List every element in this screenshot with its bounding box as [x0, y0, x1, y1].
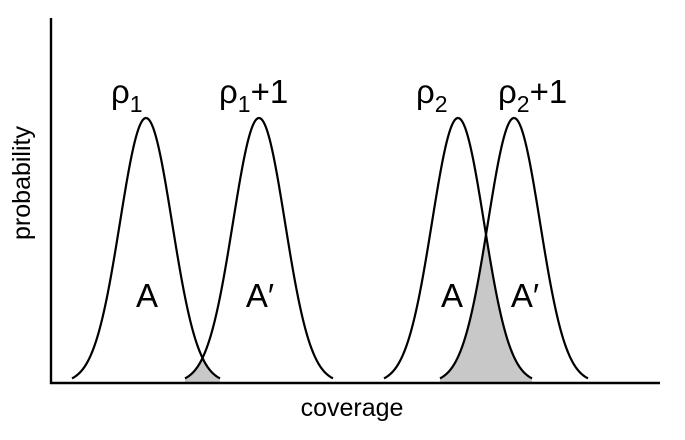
area-label-rho2-plus1: A′: [511, 277, 539, 314]
overlap-region-small: [185, 358, 220, 383]
y-axis-label: probability: [8, 126, 36, 240]
peak-label-rho2: ρ2: [416, 73, 448, 117]
area-label-rho1-plus1: A′: [246, 277, 274, 314]
peak-label-rho2-plus1: ρ2+1: [498, 73, 567, 117]
x-axis-label: coverage: [301, 394, 404, 422]
peak-label-rho1: ρ1: [111, 73, 143, 117]
bell-curve-rho2: [383, 116, 533, 380]
bell-curve-rho1-plus1: [184, 116, 334, 380]
bell-curve-rho2-plus1: [439, 116, 589, 380]
peak-label-rho1-plus1: ρ1+1: [219, 73, 288, 117]
bell-curve-rho1: [71, 116, 221, 380]
area-label-rho1: A: [136, 277, 158, 314]
area-label-rho2: A: [441, 277, 463, 314]
